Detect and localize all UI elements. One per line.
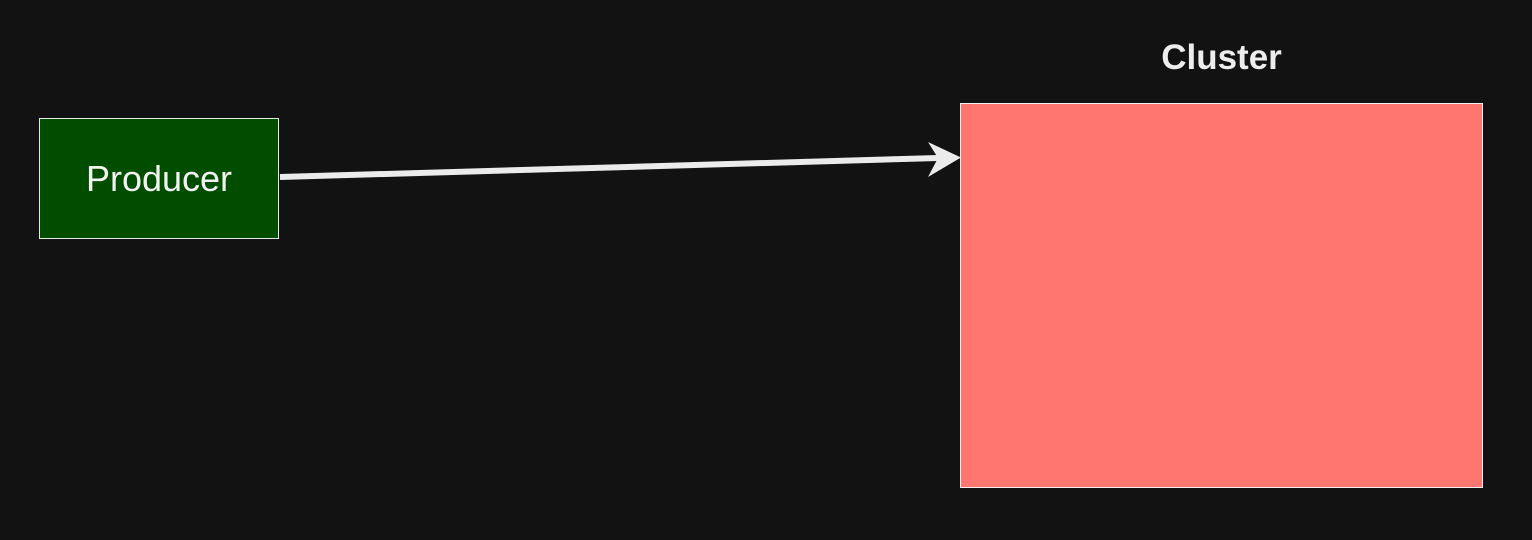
producer-label: Producer <box>85 157 233 199</box>
producer-to-cluster-edge[interactable] <box>279 155 939 180</box>
arrowhead-icon <box>928 142 961 177</box>
cluster-title: Cluster <box>1161 38 1282 77</box>
cluster-box[interactable] <box>960 103 1483 488</box>
producer-node[interactable]: Producer <box>39 118 279 239</box>
